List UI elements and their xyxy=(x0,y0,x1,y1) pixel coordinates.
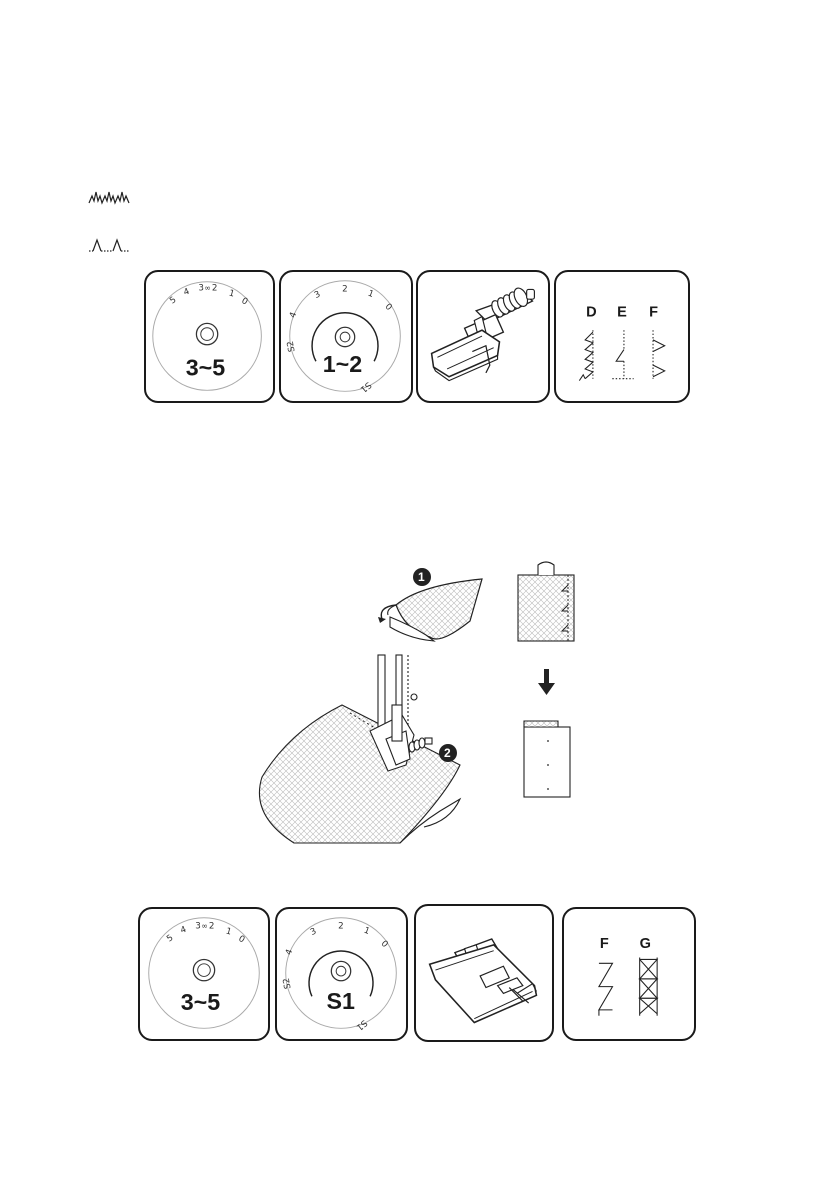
blind-hem-foot-icon xyxy=(430,287,535,382)
width-tick: 3 xyxy=(195,921,201,931)
folded-fabric-icon xyxy=(378,578,483,642)
pattern-f-icon xyxy=(597,962,614,1016)
width-tick: 5 xyxy=(168,295,178,306)
width-tick: 0 xyxy=(236,934,246,945)
length-tick: S2 xyxy=(286,340,298,353)
blind-hem-illustration: 1 xyxy=(258,561,575,844)
svg-text:1: 1 xyxy=(418,570,425,584)
presser-foot-illustration xyxy=(369,654,433,772)
length-tick: 3 xyxy=(313,289,322,300)
stitch-width-value: 3~5 xyxy=(186,355,226,381)
width-tick: 5 xyxy=(165,933,175,944)
width-tick: 2 xyxy=(212,283,218,293)
presser-foot-panel xyxy=(416,270,550,403)
pattern-e-icon xyxy=(612,330,634,380)
pattern-g-icon xyxy=(638,957,659,1016)
stitch-length-dial-panel: 4 3 2 1 0 S2 S1 1~2 xyxy=(279,270,413,403)
svg-text:∞: ∞ xyxy=(201,921,207,930)
blind-hem-stitch-icon xyxy=(89,238,130,252)
stitch-length-value: 1~2 xyxy=(323,351,362,377)
length-tick: 2 xyxy=(342,284,348,294)
width-tick: 0 xyxy=(240,296,250,307)
pattern-label-e: E xyxy=(617,305,627,321)
stitch-width-dial-panel: 5 4 3 ∞ 2 1 0 3~5 xyxy=(144,270,275,403)
length-tick: 1 xyxy=(362,926,371,937)
fabric-finished-diagram xyxy=(523,720,571,798)
down-arrow-icon xyxy=(538,669,555,695)
length-tick: S2 xyxy=(282,977,294,990)
pattern-label-f: F xyxy=(649,305,658,321)
width-tick: 2 xyxy=(209,921,215,931)
length-tick: 4 xyxy=(284,948,295,957)
stitch-length-value-2: S1 xyxy=(326,988,355,1014)
step-badge-1: 1 xyxy=(413,568,431,586)
fabric-folded-diagram xyxy=(517,561,575,642)
length-tick: 4 xyxy=(288,311,299,320)
width-tick: 3 xyxy=(198,283,204,293)
svg-text:2: 2 xyxy=(444,746,451,760)
pattern-label-d: D xyxy=(586,305,597,321)
pattern-label-g: G xyxy=(640,936,651,952)
pattern-label-f: F xyxy=(600,936,609,952)
width-tick: 1 xyxy=(228,289,236,300)
length-tick: 3 xyxy=(309,927,318,938)
length-tick: 1 xyxy=(366,289,375,300)
stitch-length-dial-panel-2: 4 3 2 1 0 S2 S1 S1 xyxy=(275,907,408,1041)
step-badge-2: 2 xyxy=(439,744,457,762)
svg-text:∞: ∞ xyxy=(204,283,210,292)
pattern-f-icon xyxy=(652,330,666,379)
stitch-width-dial-panel-2: 5 4 3 ∞ 2 1 0 3~5 xyxy=(138,907,270,1041)
stitch-pattern-panel: D E F xyxy=(554,270,690,403)
overedge-foot-icon xyxy=(428,938,538,1024)
length-tick: 0 xyxy=(383,302,394,313)
length-tick: S1 xyxy=(358,379,373,394)
length-tick: 0 xyxy=(379,939,390,950)
length-tick: 2 xyxy=(338,921,344,931)
presser-foot-panel-2 xyxy=(414,904,554,1042)
width-tick: 4 xyxy=(179,925,188,936)
width-tick: 4 xyxy=(182,287,191,298)
width-tick: 1 xyxy=(225,927,233,938)
fabric-under-foot xyxy=(258,704,462,844)
multi-zigzag-stitch-icon xyxy=(88,191,130,205)
pattern-d-icon xyxy=(578,330,594,381)
stitch-width-value-2: 3~5 xyxy=(181,989,221,1015)
length-tick: S1 xyxy=(354,1017,369,1032)
stitch-pattern-panel-2: F G xyxy=(562,907,696,1041)
